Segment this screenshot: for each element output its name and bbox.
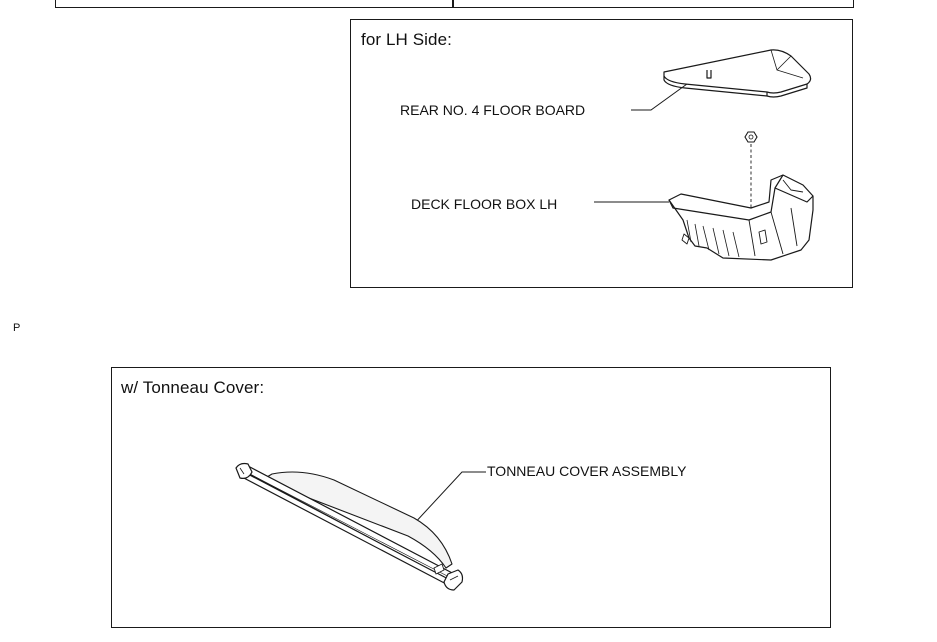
deck-floor-box-drawing bbox=[668, 174, 814, 261]
tonneau-cover-illustration bbox=[235, 462, 486, 591]
floor-board-drawing bbox=[663, 49, 812, 98]
lh-side-panel: for LH Side: REAR NO. 4 FLOOR BOARD DECK… bbox=[350, 19, 853, 288]
tonneau-cover-title: w/ Tonneau Cover: bbox=[121, 378, 265, 397]
page-marker: P bbox=[13, 322, 21, 334]
rear-no4-floor-board-label: REAR NO. 4 FLOOR BOARD bbox=[400, 102, 586, 118]
tonneau-leader-line bbox=[411, 471, 486, 527]
tonneau-cover-assembly-label: TONNEAU COVER ASSEMBLY bbox=[487, 463, 687, 479]
table-column-divider bbox=[452, 0, 454, 7]
floor-board-leader-line bbox=[631, 83, 688, 111]
nut-drawing bbox=[744, 131, 758, 143]
tonneau-cover-drawing bbox=[235, 462, 464, 591]
lh-side-title: for LH Side: bbox=[361, 30, 452, 49]
tonneau-cover-panel: w/ Tonneau Cover: TONNEAU COVER ASSEMBLY bbox=[111, 367, 831, 628]
top-table-fragment bbox=[55, 0, 854, 8]
lh-side-illustration bbox=[594, 49, 814, 261]
deck-floor-box-lh-label: DECK FLOOR BOX LH bbox=[411, 196, 558, 212]
